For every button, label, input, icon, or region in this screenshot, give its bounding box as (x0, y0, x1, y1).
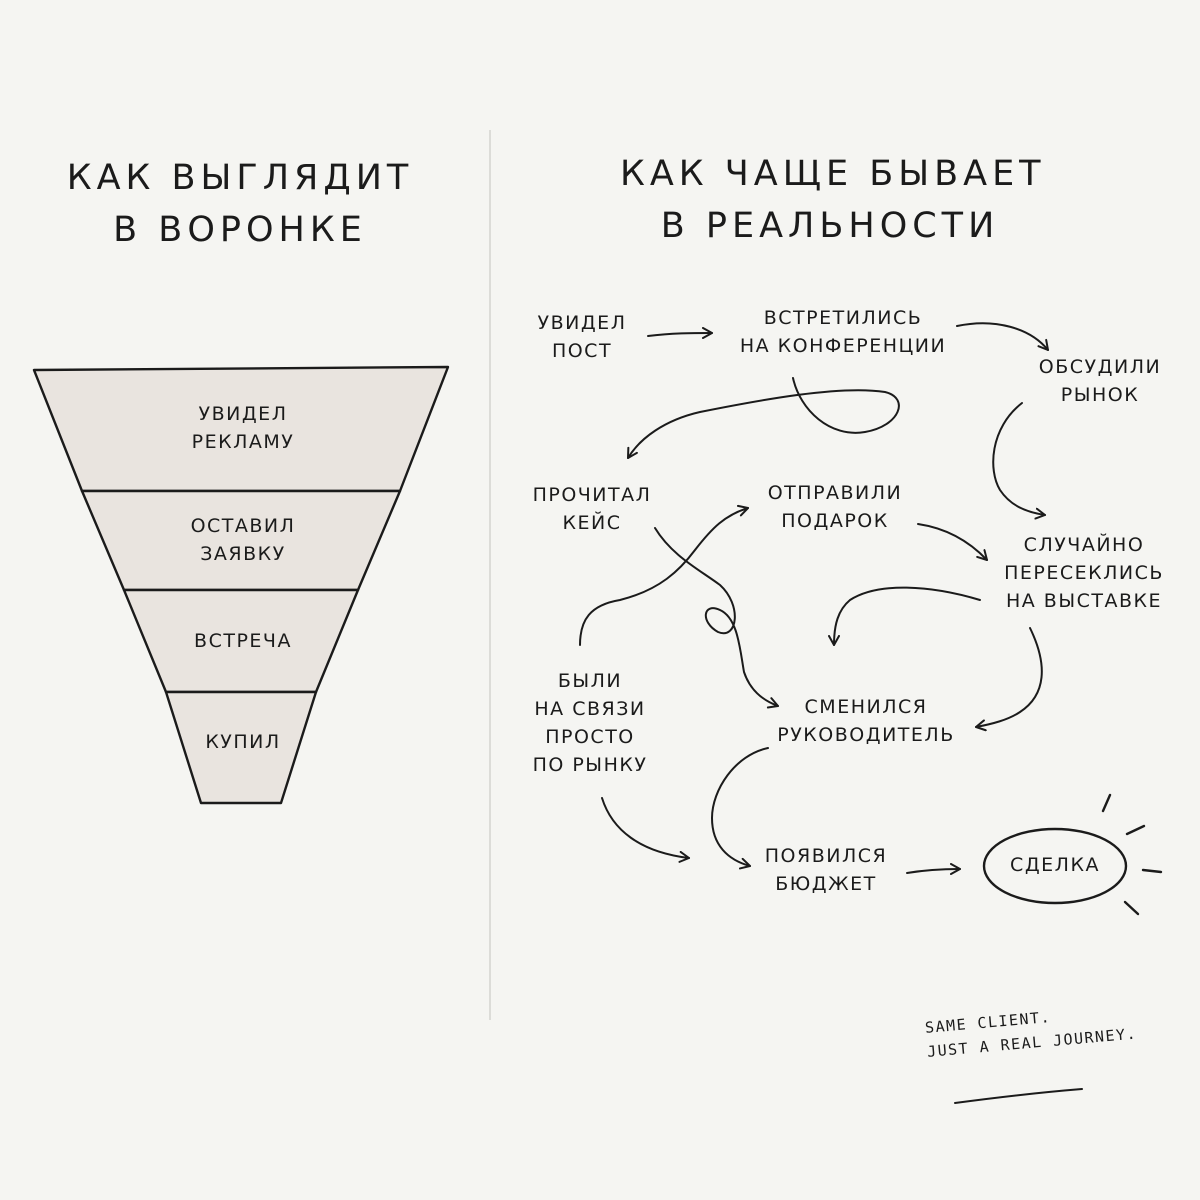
node-saw-post-line-2: пост (551, 340, 613, 362)
funnel-label-4-line-1: Купил (205, 731, 281, 753)
node-read-case-line-2: кейс (562, 512, 622, 534)
funnel-label-3: Встреча (194, 627, 292, 655)
funnel-label-1: Увидел рекламу (192, 400, 295, 456)
node-budget-appeared-line-2: бюджет (775, 873, 877, 895)
node-discussed-market-line-1: Обсудили (1038, 356, 1162, 378)
node-read-case-line-1: Прочитал (532, 484, 652, 506)
funnel-level-4 (164, 690, 318, 805)
arrow-gift-to-exhibition (917, 523, 988, 561)
arrow-exhibition-to-manager (975, 627, 1043, 732)
reality-title-line-2: в реальности (660, 206, 1000, 246)
node-manager-changed-line-1: Сменился (804, 696, 928, 718)
node-kept-in-touch-line-1: Были (557, 670, 623, 692)
funnel-label-2-line-1: Оставил (190, 515, 296, 537)
node-met-exhibition-line-2: пересеклись (1004, 562, 1164, 584)
deal-ray-4 (1123, 900, 1140, 916)
funnel-label-1-line-1: Увидел (198, 403, 288, 425)
node-met-conference-line-2: на конференции (739, 335, 947, 357)
arrow-touch-to-budget (601, 797, 690, 863)
funnel (32, 365, 450, 805)
node-kept-in-touch-line-4: по рынку (532, 754, 648, 776)
node-sent-gift-line-1: Отправили (767, 482, 903, 504)
node-met-exhibition-line-1: Случайно (1023, 534, 1145, 556)
node-budget-appeared: Появился бюджет (765, 842, 887, 898)
node-kept-in-touch-line-3: просто (545, 726, 635, 748)
node-met-exhibition-line-3: на выставке (1005, 590, 1163, 612)
node-budget-appeared-line-1: Появился (764, 845, 888, 867)
deal-highlight (982, 793, 1163, 916)
funnel-label-1-line-2: рекламу (191, 431, 295, 453)
column-divider (489, 130, 491, 1020)
reality-title-line-1: Как чаще бывает (620, 154, 1046, 194)
arrow-to-gift (579, 504, 749, 646)
node-deal: Сделка (1010, 851, 1100, 879)
deal-ray-1 (1101, 793, 1112, 813)
arrow-case-to-manager (654, 527, 779, 709)
node-kept-in-touch-line-2: на связи (534, 698, 646, 720)
funnel-title: Как выглядит в воронке (40, 152, 440, 256)
deal-ray-2 (1125, 824, 1146, 836)
node-manager-changed: Сменился руководитель (777, 693, 954, 749)
arrow-budget-to-deal (906, 863, 961, 876)
deal-ellipse (982, 827, 1128, 905)
funnel-label-4: Купил (205, 728, 280, 756)
node-met-conference: Встретились на конференции (740, 304, 946, 360)
funnel-label-3-line-1: Встреча (194, 630, 292, 652)
funnel-label-2: Оставил заявку (191, 512, 296, 568)
node-discussed-market: Обсудили рынок (1039, 353, 1161, 409)
node-saw-post: Увидел пост (538, 309, 627, 365)
arrow-post-to-conference (647, 327, 713, 340)
journey-arrows (579, 322, 1049, 876)
reality-title: Как чаще бывает в реальности (620, 148, 1046, 252)
node-manager-changed-line-2: руководитель (777, 724, 955, 746)
note-underline (954, 1088, 1083, 1104)
funnel-label-2-line-2: заявку (200, 543, 286, 565)
arrow-manager-to-budget (711, 747, 769, 870)
node-saw-post-line-1: Увидел (537, 312, 627, 334)
node-deal-label: Сделка (1010, 854, 1100, 876)
node-met-exhibition: Случайно пересеклись на выставке (1004, 531, 1164, 615)
node-sent-gift: Отправили подарок (768, 479, 903, 535)
funnel-title-line-2: в воронке (113, 210, 367, 250)
arrow-market-to-exhibition (992, 402, 1046, 520)
node-kept-in-touch: Были на связи просто по рынку (533, 667, 648, 779)
node-sent-gift-line-2: подарок (781, 510, 889, 532)
node-met-conference-line-1: Встретились (763, 307, 923, 329)
arrow-exhibition-to-center (828, 586, 981, 646)
node-discussed-market-line-2: рынок (1060, 384, 1140, 406)
arrow-conference-to-market (956, 322, 1049, 351)
funnel-title-line-1: Как выглядит (66, 158, 414, 198)
arrow-conference-loop-to-case (627, 377, 900, 459)
node-read-case: Прочитал кейс (533, 481, 652, 537)
deal-ray-3 (1141, 868, 1163, 874)
